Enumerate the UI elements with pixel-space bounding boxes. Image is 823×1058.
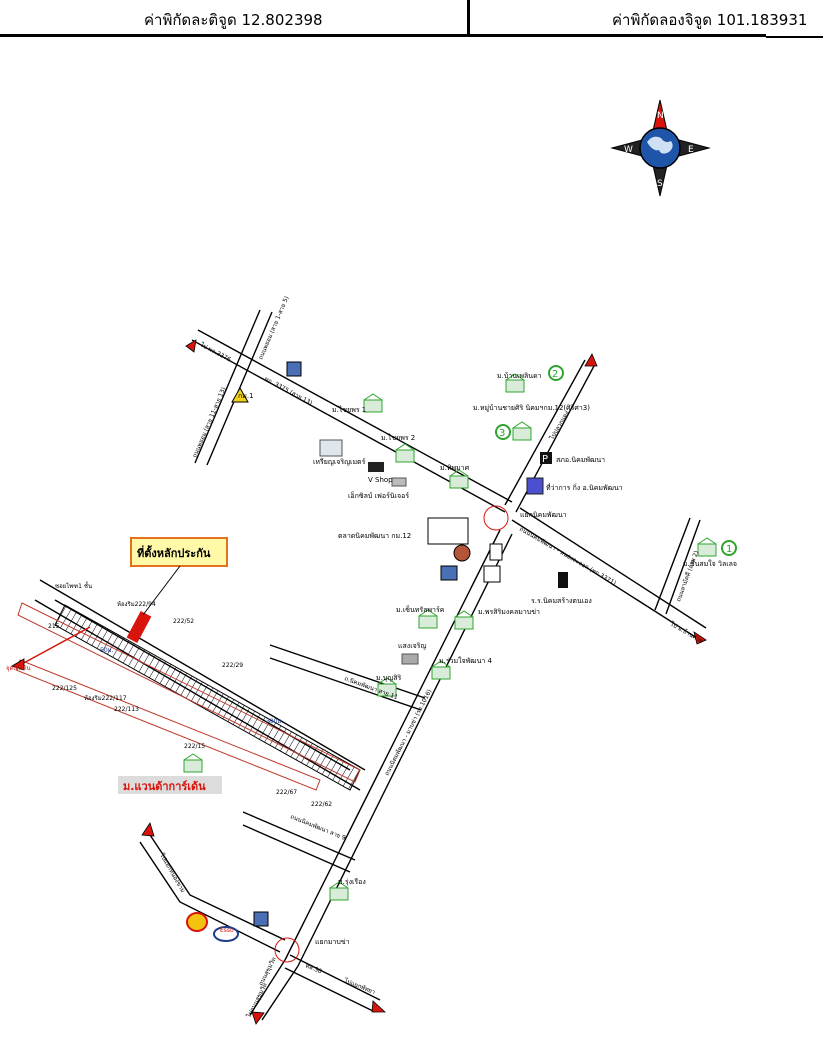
svg-text:ห้องริม222/117: ห้องริม222/117: [84, 695, 127, 702]
svg-text:ม.หมู่บ้านชายศิริ นิคมฯกม.12(ศ: ม.หมู่บ้านชายศิริ นิคมฯกม.12(ศิริศา3): [473, 404, 590, 412]
collateral-title: ที่ตั้งหลักประกัน: [137, 545, 211, 560]
header-underline-offset: [766, 36, 823, 38]
gas-station-icon: [483, 565, 501, 583]
lot-labels: ซอยไพฑ1 ชั้น 215 ห้องริม222/94 222/52 22…: [6, 580, 332, 808]
shop-icon: [401, 653, 419, 665]
svg-text:ม.ชื่นสมใจ วิลเลจ: ม.ชื่นสมใจ วิลเลจ: [683, 559, 737, 568]
route-arrow: [19, 626, 91, 666]
collateral-callout: ที่ตั้งหลักประกัน: [130, 537, 228, 616]
svg-text:ที่ว่าการ กิ่ง อ.นิคมพัฒนา: ที่ว่าการ กิ่ง อ.นิคมพัฒนา: [546, 483, 623, 492]
place-labels: ม.ไชยพร 1 ม.ไชยพร 2 ม.ทิพมาศ กม.1 เหรียญ…: [238, 372, 737, 946]
svg-text:สภอ.นิคมพัฒนา: สภอ.นิคมพัฒนา: [556, 456, 605, 464]
svg-text:Esso: Esso: [220, 927, 234, 934]
svg-text:จุดเริ่มต้น: จุดเริ่มต้น: [6, 664, 31, 672]
electric-shop-icon: [391, 477, 407, 487]
svg-text:ไป พถ.3376: ไป พถ.3376: [198, 340, 232, 363]
compass-s: S: [657, 179, 663, 189]
svg-text:3: 3: [499, 428, 505, 439]
temple-icon: [453, 544, 471, 562]
bank-icon-3: [253, 911, 269, 927]
svg-text:ม.ร่วมใจพัฒนา 4: ม.ร่วมใจพัฒนา 4: [439, 656, 493, 665]
svg-text:ไปแยกพัทยา: ไปแยกพัทยา: [342, 976, 376, 996]
svg-text:เอ็กซิลบ์ เฟอร์นิเจอร์: เอ็กซิลบ์ เฟอร์นิเจอร์: [348, 491, 409, 500]
svg-text:222/62: 222/62: [311, 801, 332, 808]
junction-marker-2: [274, 937, 300, 963]
svg-text:เหรียญเจริญเมตร์: เหรียญเจริญเมตร์: [313, 458, 366, 466]
svg-text:1: 1: [726, 544, 732, 555]
compass-rose: N S W E: [610, 99, 711, 197]
svg-text:2: 2: [552, 369, 558, 380]
svg-text:ไปแยกหนองขาม: ไปแยกหนองขาม: [158, 851, 187, 894]
warning-sign-icon: [231, 386, 249, 403]
collateral-lot: [126, 610, 152, 644]
svg-text:ม.เซ็นทรัลพาร์ค: ม.เซ็นทรัลพาร์ค: [396, 605, 445, 614]
village-label-bg: [118, 776, 222, 794]
svg-text:แยกมาบข่า: แยกมาบข่า: [315, 938, 350, 946]
number-markers: 2 3 1 P: [495, 365, 737, 556]
svg-text:ซอยไพฑ1 ชั้น: ซอยไพฑ1 ชั้น: [55, 580, 92, 590]
svg-text:V Shop: V Shop: [368, 476, 393, 484]
market-building-icon: [427, 517, 469, 545]
house-icons: [183, 373, 717, 901]
svg-text:P: P: [542, 454, 548, 465]
svg-text:222/52: 222/52: [173, 618, 194, 625]
svg-text:ม.บุญสิริ: ม.บุญสิริ: [376, 674, 402, 682]
svg-text:ม.รุ่งเรือง: ม.รุ่งเรือง: [338, 878, 366, 886]
svg-text:ไปปลวกแดง: ไปปลวกแดง: [547, 409, 570, 442]
svg-text:215: 215: [48, 623, 60, 630]
esso-logo-icon: [213, 926, 239, 942]
junction-marker: [483, 505, 509, 531]
svg-text:แสงเจริญ: แสงเจริญ: [398, 642, 426, 650]
road-labels: ไป พถ.3376 พถ. 3375 (สาย 13) ถนนพยอม (สา…: [158, 295, 705, 1020]
svg-text:ร.ร.นิคมสร้างตนเอง: ร.ร.นิคมสร้างตนเอง: [531, 597, 592, 605]
hospital-icon: [489, 543, 503, 561]
svg-text:แยกนิคมพัฒนา: แยกนิคมพัฒนา: [520, 511, 567, 519]
svg-text:ถนนนิคมพัฒนา - มาบข่า (รย.1016: ถนนนิคมพัฒนา - มาบข่า (รย.1016): [384, 688, 434, 777]
svg-text:กม.1: กม.1: [238, 392, 254, 400]
village-label: ม.แวนด้าการ์เด้น: [123, 780, 206, 793]
svg-text:222/113: 222/113: [114, 706, 139, 713]
svg-text:222/67: 222/67: [276, 789, 297, 796]
coordinate-header: ค่าพิกัดละติจูด 12.802398 ค่าพิกัดลองจิจ…: [0, 0, 823, 38]
school-icon: [558, 572, 568, 588]
factory-icon: [319, 439, 343, 457]
svg-text:ม.บ้านเพลินดา: ม.บ้านเพลินดา: [497, 372, 542, 380]
svg-text:ม.ไชยพร 1: ม.ไชยพร 1: [332, 405, 366, 414]
latitude-text: ค่าพิกัดละติจูด 12.802398: [144, 11, 323, 29]
svg-text:ถนนพยอม (สาย 11-สาย 13): ถนนพยอม (สาย 11-สาย 13): [191, 386, 227, 459]
shell-logo-icon: [186, 912, 208, 932]
longitude-text: ค่าพิกัดลองจิจูด 101.183931: [612, 11, 808, 29]
svg-text:50ม.: 50ม.: [100, 647, 114, 654]
svg-text:ถนนสามัคคี (สาย 2): ถนนสามัคคี (สาย 2): [674, 549, 700, 602]
svg-text:ตลาดนิคมพัฒนา กม.12: ตลาดนิคมพัฒนา กม.12: [338, 532, 411, 540]
road-end-arrows: [11, 339, 707, 1025]
svg-text:ม.พรสิริมงคลมาบข่า: ม.พรสิริมงคลมาบข่า: [478, 608, 540, 616]
svg-text:ม.ทิพมาศ: ม.ทิพมาศ: [440, 464, 470, 472]
compass-w: W: [624, 145, 633, 155]
compass-n: N: [657, 111, 664, 121]
svg-text:390ม.: 390ม.: [266, 718, 283, 725]
parking-icon: [540, 452, 552, 464]
bank-icon-2: [440, 565, 458, 581]
svg-text:222/29: 222/29: [222, 662, 243, 669]
svg-text:ห้องริม222/94: ห้องริม222/94: [117, 601, 156, 608]
svg-text:ถนนพยอม (สาย 1-สาย 5): ถนนพยอม (สาย 1-สาย 5): [257, 295, 290, 360]
compass-e: E: [688, 145, 694, 155]
svg-text:ถนนนิคมพัฒนา สาย 9: ถนนนิคมพัฒนา สาย 9: [289, 813, 346, 842]
svg-text:222/125: 222/125: [52, 685, 77, 692]
svg-text:ม.ไชยพร 2: ม.ไชยพร 2: [381, 433, 415, 442]
svg-text:222/15: 222/15: [184, 743, 205, 750]
svg-text:ทล.36: ทล.36: [304, 962, 323, 975]
header-divider: [467, 0, 470, 36]
vshop-icon: [368, 462, 384, 472]
district-office-icon: [526, 477, 544, 495]
svg-text:พถ. 3375 (สาย 13): พถ. 3375 (สาย 13): [263, 376, 313, 407]
other-icons: [186, 361, 568, 942]
svg-text:ถนนสุขุมวิท: ถนนสุขุมวิท: [258, 956, 278, 987]
bank-icon: [286, 361, 302, 377]
header-underline: [0, 34, 766, 37]
